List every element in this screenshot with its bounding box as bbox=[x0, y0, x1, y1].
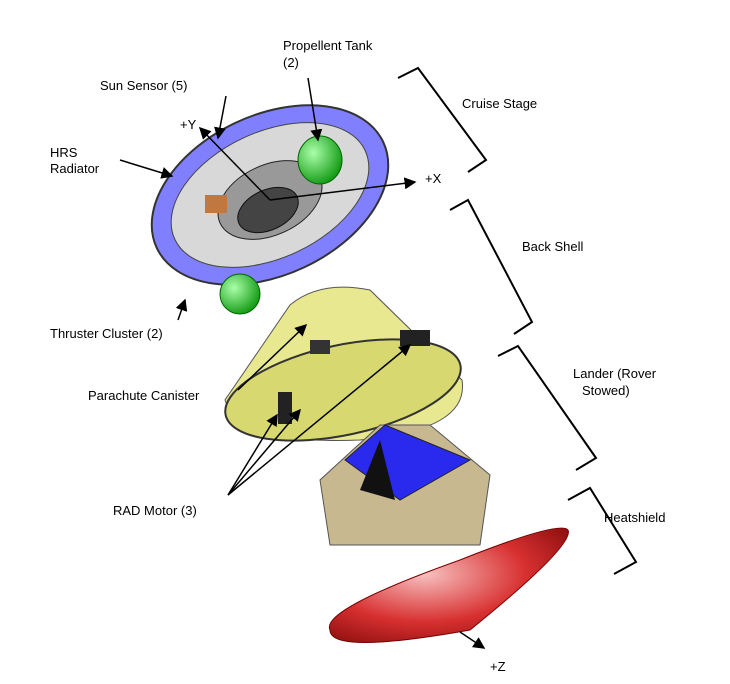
label-thruster-cluster: Thruster Cluster (2) bbox=[50, 326, 163, 341]
label-heatshield: Heatshield bbox=[604, 510, 665, 525]
label-plus-z: +Z bbox=[490, 659, 506, 674]
label-propellent-tank: Propellent Tank bbox=[283, 38, 373, 53]
label-sun-sensor: Sun Sensor (5) bbox=[100, 78, 187, 93]
parachute-canister bbox=[310, 340, 330, 354]
label-rover-stowed: Stowed) bbox=[582, 383, 630, 398]
label-radiator: Radiator bbox=[50, 161, 100, 176]
propellent-tank-icon bbox=[219, 273, 261, 315]
back-shell bbox=[224, 286, 464, 442]
label-back-shell: Back Shell bbox=[522, 239, 584, 254]
label-plus-y: +Y bbox=[180, 117, 197, 132]
label-hrs: HRS bbox=[50, 145, 78, 160]
cruise-stage bbox=[150, 104, 390, 315]
label-plus-x: +X bbox=[425, 171, 442, 186]
lander bbox=[319, 424, 491, 546]
label-rad-motor: RAD Motor (3) bbox=[113, 503, 197, 518]
propellent-tank-icon bbox=[297, 135, 343, 185]
label-cruise-stage: Cruise Stage bbox=[462, 96, 537, 111]
label-parachute-canister: Parachute Canister bbox=[88, 388, 200, 403]
label-propellent-tank-count: (2) bbox=[283, 55, 299, 70]
rad-motor bbox=[400, 330, 430, 346]
heatshield-shape bbox=[328, 527, 569, 643]
label-lander: Lander (Rover bbox=[573, 366, 657, 381]
rad-motor bbox=[278, 392, 292, 424]
brackets bbox=[397, 66, 638, 575]
sun-sensor-box bbox=[205, 195, 227, 213]
leader-lines bbox=[119, 77, 486, 649]
